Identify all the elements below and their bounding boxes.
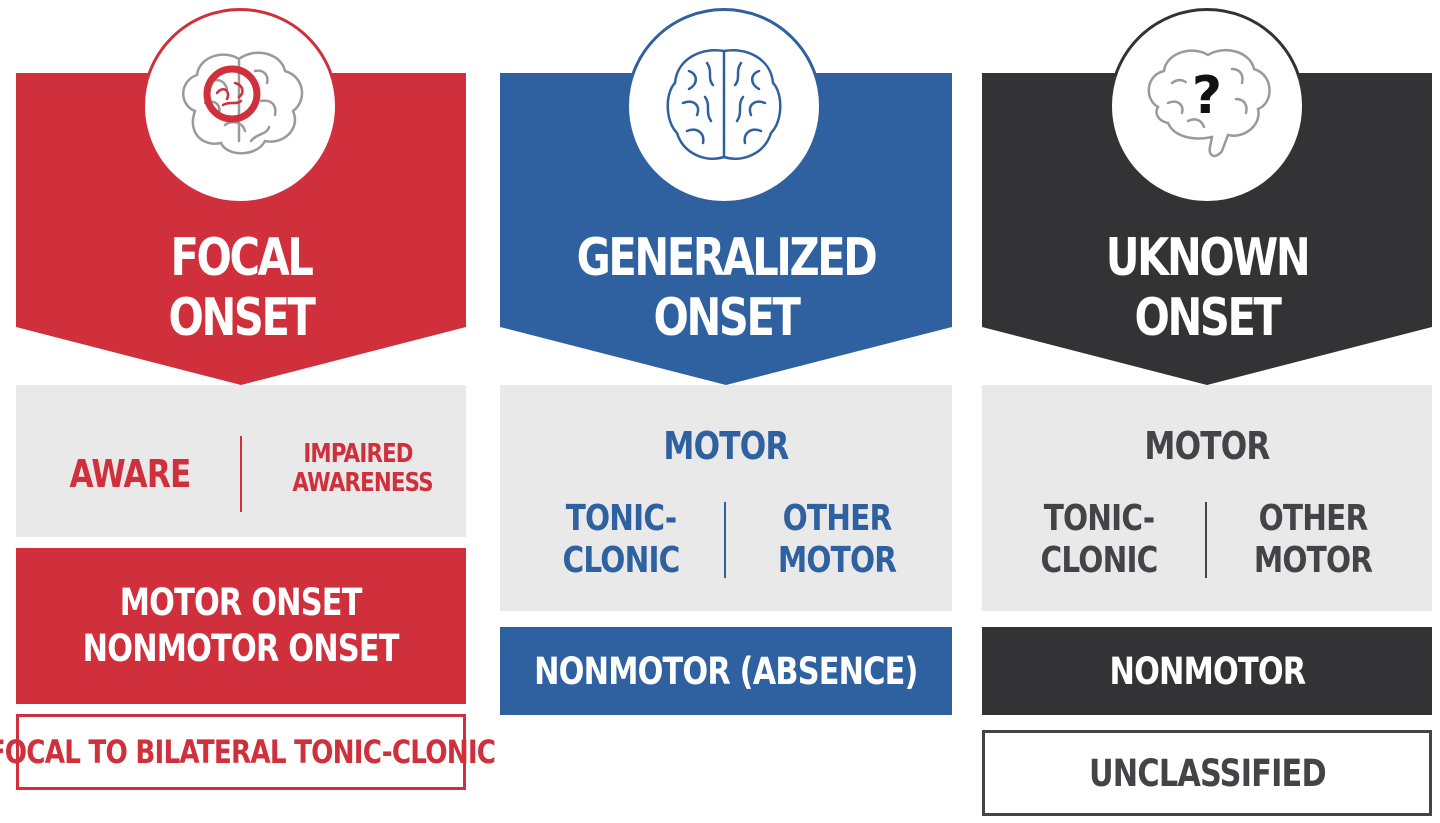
generalized-motor-panel xyxy=(500,385,952,611)
unknown-title: UKNOWN ONSET xyxy=(1105,228,1311,348)
focal-to-bilateral-box: FOCAL TO BILATERAL TONIC-CLONIC xyxy=(0,714,496,790)
impaired-awareness-label: IMPAIRED AWARENESS xyxy=(292,439,433,498)
generalized-other-motor-label: OTHER MOTOR xyxy=(777,498,897,581)
brain-question-icon: ? xyxy=(1109,8,1305,204)
generalized-motor-divider xyxy=(724,502,726,578)
brain-generalized-icon xyxy=(626,8,822,204)
motor-nonmotor-onset-box: MOTOR ONSET NONMOTOR ONSET xyxy=(16,548,466,704)
unknown-tonic-clonic-label: TONIC- CLONIC xyxy=(1040,498,1159,581)
focal-onset-column: FOCAL ONSET AWARE IMPAIRED AWARENESS MOT… xyxy=(0,0,496,823)
unknown-motor-panel xyxy=(982,385,1432,611)
unknown-onset-column: ? UKNOWN ONSET MOTOR TONIC- CLONIC OTHER… xyxy=(982,0,1432,823)
aware-label: AWARE xyxy=(69,452,191,496)
unknown-other-motor-label: OTHER MOTOR xyxy=(1253,498,1373,581)
nonmotor-box: NONMOTOR xyxy=(982,627,1432,715)
generalized-title: GENERALIZED ONSET xyxy=(576,228,878,348)
brain-focal-icon xyxy=(142,8,338,204)
generalized-onset-column: GENERALIZED ONSET MOTOR TONIC- CLONIC OT… xyxy=(500,0,952,823)
unclassified-box: UNCLASSIFIED xyxy=(982,730,1432,816)
unknown-motor-divider xyxy=(1205,502,1207,578)
unknown-motor-label: MOTOR xyxy=(1144,424,1270,468)
focal-header-banner xyxy=(16,73,466,385)
nonmotor-absence-box: NONMOTOR (ABSENCE) xyxy=(500,627,952,715)
svg-text:?: ? xyxy=(1192,66,1222,126)
focal-title: FOCAL ONSET xyxy=(168,228,316,348)
awareness-divider xyxy=(240,436,242,512)
unknown-header-banner xyxy=(982,73,1432,385)
generalized-motor-label: MOTOR xyxy=(663,424,789,468)
generalized-header-banner xyxy=(500,73,952,385)
generalized-tonic-clonic-label: TONIC- CLONIC xyxy=(562,498,681,581)
